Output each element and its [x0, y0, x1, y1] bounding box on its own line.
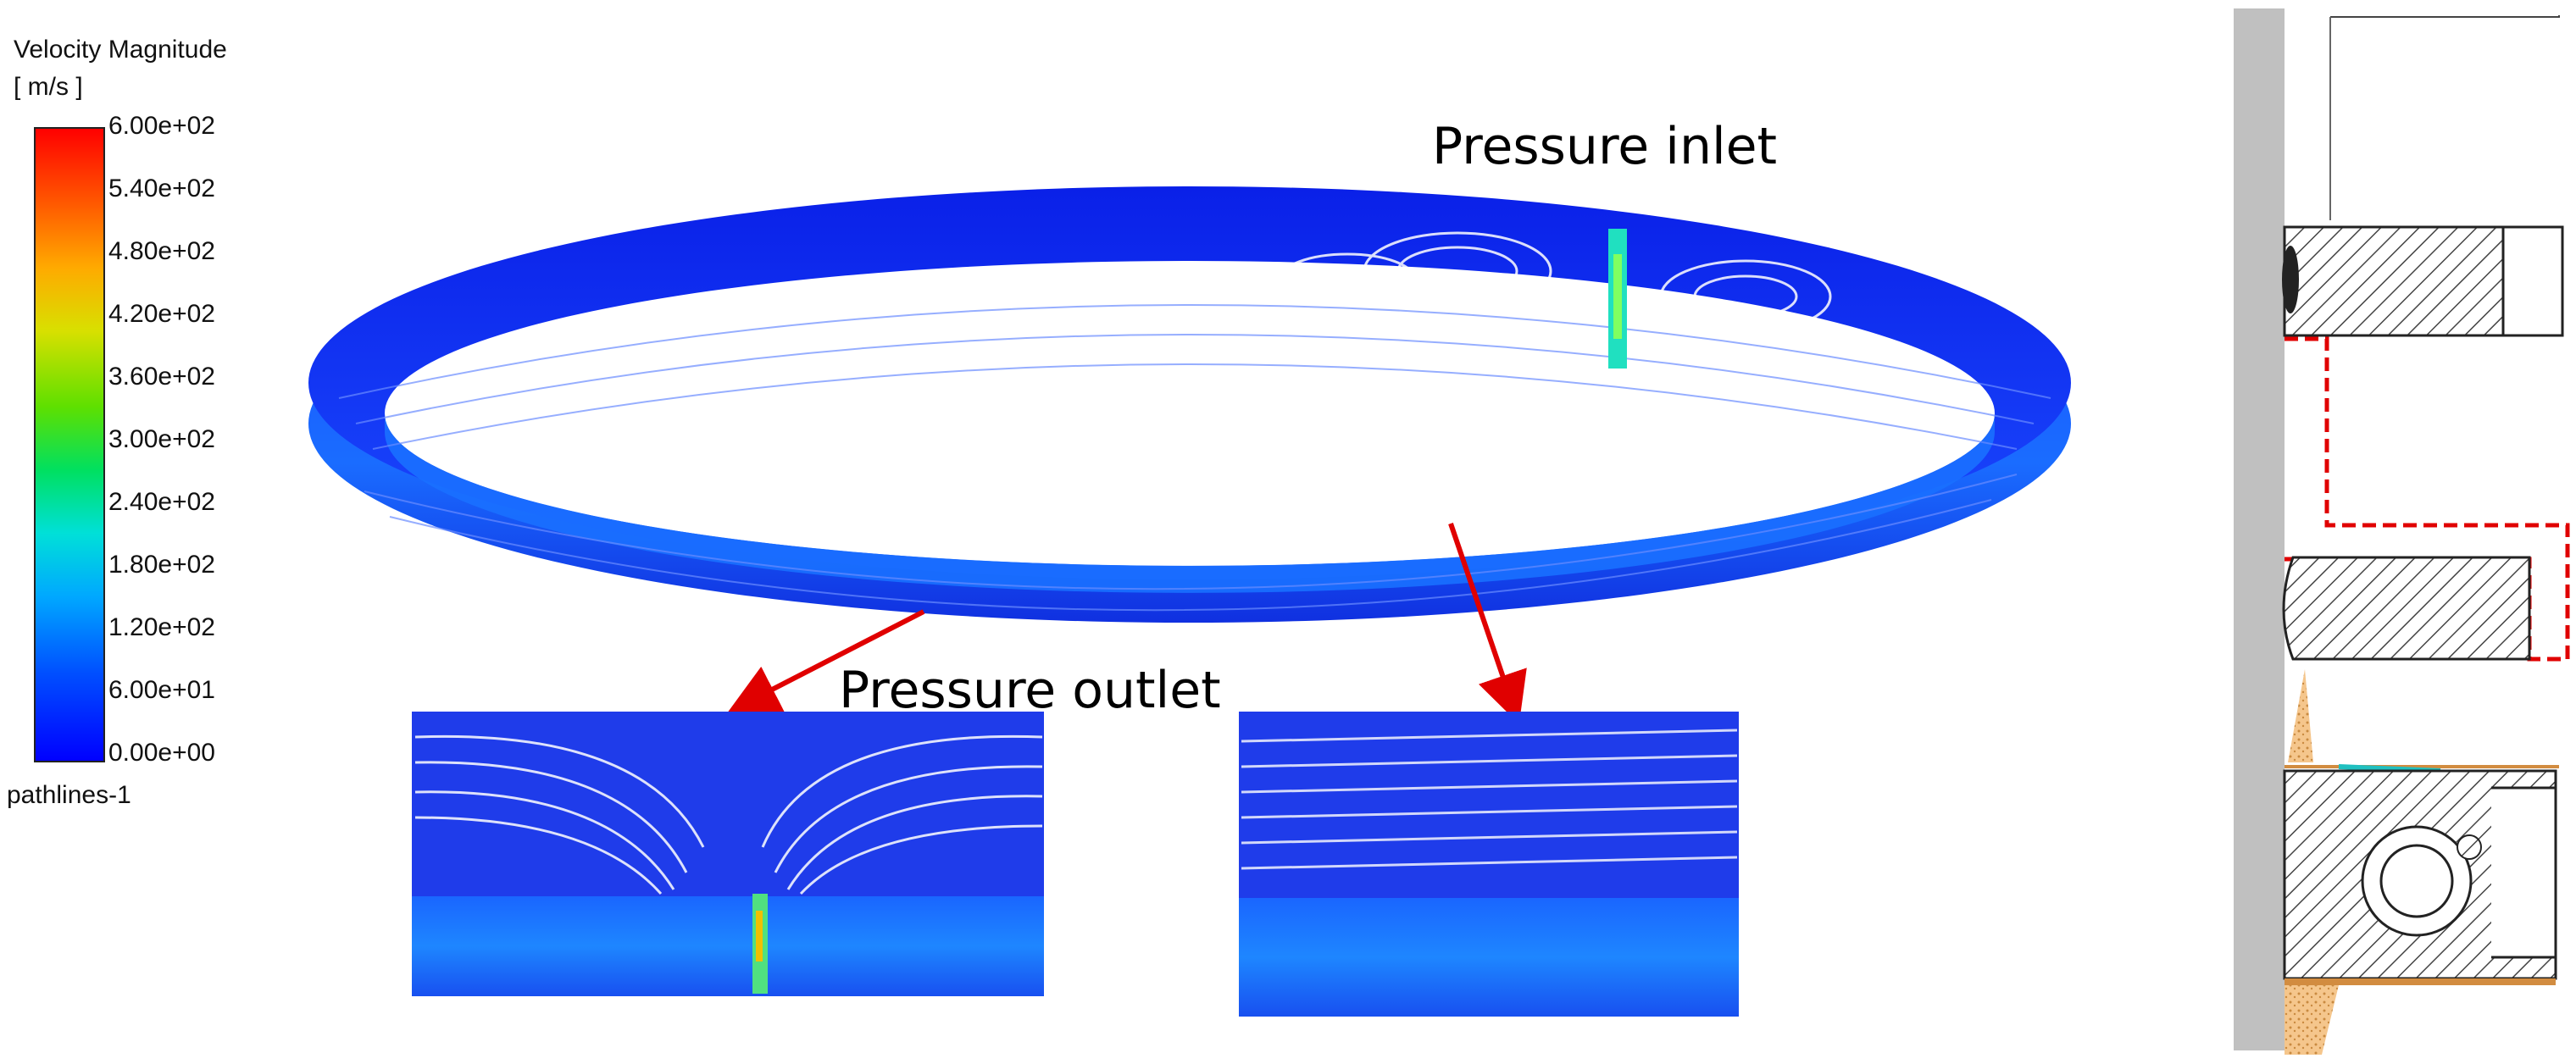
arrow-to-wall-zoom: [1448, 523, 1527, 724]
tick-label: 3.00e+02: [108, 425, 215, 453]
pressure-outlet-label: Pressure outlet: [839, 661, 1221, 720]
tick-label: 2.40e+02: [108, 488, 215, 516]
tick-label: 4.80e+02: [108, 237, 215, 265]
tick-label: 6.00e+02: [108, 112, 215, 140]
legend-unit: [ m/s ]: [14, 73, 83, 101]
tick-label: 6.00e+01: [108, 676, 215, 704]
legend-title: Velocity Magnitude: [14, 36, 227, 64]
wall-zoom-inset: [1239, 712, 1739, 1017]
seal-ring-pathlines: [308, 186, 2071, 623]
pressure-inlet-label: Pressure inlet: [1432, 117, 1778, 176]
tick-label: 1.20e+02: [108, 613, 215, 641]
outlet-zoom-inset: [412, 712, 1044, 996]
cross-section-schematic: [2234, 8, 2570, 1055]
color-scale-bar: [34, 127, 105, 762]
tick-label: 4.20e+02: [108, 300, 215, 328]
tick-label: 1.80e+02: [108, 551, 215, 579]
tick-label: 5.40e+02: [108, 175, 215, 202]
legend-footer: pathlines-1: [7, 781, 131, 809]
tick-label: 0.00e+00: [108, 739, 215, 767]
tick-label: 3.60e+02: [108, 363, 215, 391]
arrow-to-outlet-zoom: [727, 609, 925, 712]
